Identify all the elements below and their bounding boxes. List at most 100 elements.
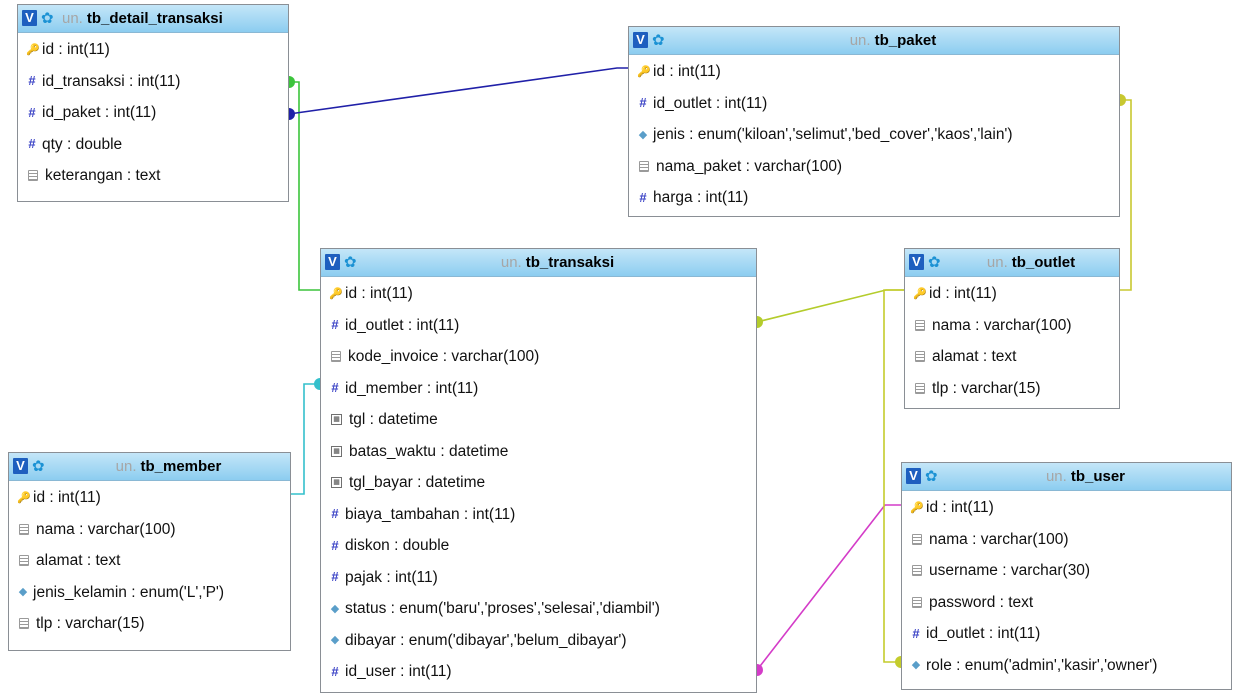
field-row[interactable]: keterangan : text: [18, 160, 288, 192]
field-label: pajak : int(11): [345, 568, 438, 586]
table-header[interactable]: V ✿ un.tb_transaksi: [321, 249, 756, 277]
field-row[interactable]: ◆role : enum('admin','kasir','owner'): [902, 650, 1231, 682]
number-icon: #: [639, 189, 647, 205]
field-row[interactable]: ◆dibayar : enum('dibayar','belum_dibayar…: [321, 625, 756, 657]
relation-transaksi-member: [291, 383, 320, 495]
field-label: id : int(11): [33, 489, 101, 506]
number-icon: #: [639, 95, 647, 111]
field-row[interactable]: tlp : varchar(15): [905, 373, 1119, 405]
field-label: tlp : varchar(15): [36, 615, 145, 632]
field-label: harga : int(11): [653, 189, 749, 206]
field-row[interactable]: 🔑id : int(11): [902, 492, 1231, 524]
field-row[interactable]: #id_member : int(11): [321, 373, 756, 405]
field-label: tgl : datetime: [349, 411, 438, 428]
date-icon: ▦: [331, 414, 342, 426]
table-tb-user[interactable]: V ✿ un.tb_user 🔑id : int(11) nama : varch…: [901, 462, 1232, 690]
field-row[interactable]: ◆ jenis : enum('kiloan','selimut','bed_co…: [629, 119, 1119, 151]
text-icon: [912, 533, 922, 545]
field-row[interactable]: username : varchar(30): [902, 555, 1231, 587]
field-row[interactable]: #biaya_tambahan : int(11): [321, 499, 756, 531]
enum-icon: ◆: [638, 128, 648, 141]
field-label: nama : varchar(100): [929, 530, 1069, 548]
db-prefix: un.: [115, 458, 137, 475]
relation-endpoint-marker: [314, 378, 320, 390]
field-label: tlp : varchar(15): [932, 379, 1041, 397]
field-row[interactable]: ▦tgl_bayar : datetime: [321, 467, 756, 499]
field-row[interactable]: ▦ tgl : datetime: [321, 404, 756, 436]
table-tb-detail-transaksi[interactable]: V ✿ un.tb_detail_transaksi 🔑id : int(11)…: [17, 4, 289, 202]
field-row[interactable]: kode_invoice : varchar(100): [321, 341, 756, 373]
text-icon: [915, 382, 925, 394]
field-row[interactable]: 🔑id : int(11): [321, 278, 756, 310]
table-name: tb_transaksi: [525, 254, 615, 271]
field-row[interactable]: #qty : double: [18, 129, 288, 161]
field-label: alamat : text: [932, 348, 1017, 365]
field-row[interactable]: alamat : text: [905, 341, 1119, 373]
relation-endpoint-marker: [757, 664, 763, 676]
field-row[interactable]: #id_transaksi : int(11): [18, 66, 288, 98]
field-label: qty : double: [42, 135, 123, 153]
field-label: kode_invoice : varchar(100): [348, 348, 540, 365]
field-row[interactable]: #id_outlet : int(11): [629, 88, 1119, 120]
field-row[interactable]: #id_user : int(11): [321, 656, 756, 688]
table-header[interactable]: V ✿ un.tb_paket: [629, 27, 1119, 55]
table-tb-paket[interactable]: V ✿ un.tb_paket 🔑id : int(11)#id_outlet …: [628, 26, 1120, 217]
field-row[interactable]: 🔑id : int(11): [905, 278, 1119, 310]
table-header[interactable]: V ✿ un.tb_detail_transaksi: [18, 5, 288, 33]
field-row[interactable]: 🔑id : int(11): [9, 482, 290, 514]
db-prefix: un.: [500, 254, 522, 271]
toggle-icon[interactable]: V: [13, 458, 28, 474]
table-tb-outlet[interactable]: V ✿ un.tb_outlet 🔑id : int(11)nama : var…: [904, 248, 1120, 409]
gear-icon[interactable]: ✿: [32, 458, 45, 475]
enum-icon: ◆: [330, 602, 340, 615]
table-tb-member[interactable]: V ✿ un.tb_member 🔑id : int(11) nama : var…: [8, 452, 291, 651]
field-row[interactable]: #id_outlet : int(11): [902, 618, 1231, 650]
field-row[interactable]: #id_paket : int(11): [18, 97, 288, 129]
toggle-icon[interactable]: V: [22, 10, 37, 26]
table-tb-transaksi[interactable]: V ✿ un.tb_transaksi 🔑id : int(11)#id_out…: [320, 248, 757, 693]
field-row[interactable]: nama_paket : varchar(100): [629, 151, 1119, 183]
field-row[interactable]: #pajak : int(11): [321, 562, 756, 594]
enum-icon: ◆: [18, 586, 28, 599]
field-row[interactable]: alamat : text: [9, 545, 290, 577]
field-label: jenis : enum('kiloan','selimut','bed_cov…: [653, 126, 1013, 143]
field-row[interactable]: 🔑id : int(11): [18, 34, 288, 66]
field-row[interactable]: #id_outlet : int(11): [321, 310, 756, 342]
gear-icon[interactable]: ✿: [928, 254, 941, 271]
field-row[interactable]: ◆ jenis_kelamin : enum('L','P'): [9, 577, 290, 609]
gear-icon[interactable]: ✿: [925, 468, 938, 485]
toggle-icon[interactable]: V: [633, 32, 648, 48]
table-header[interactable]: V ✿ un.tb_outlet: [905, 249, 1119, 277]
field-label: id : int(11): [929, 285, 997, 302]
toggle-icon[interactable]: V: [906, 468, 921, 484]
table-header[interactable]: V ✿ un.tb_user: [902, 463, 1231, 491]
field-row[interactable]: nama : varchar(100): [9, 514, 290, 546]
gear-icon[interactable]: ✿: [41, 10, 54, 27]
number-icon: #: [331, 663, 339, 679]
text-icon: [912, 596, 922, 608]
gear-icon[interactable]: ✿: [652, 32, 665, 49]
field-label: dibayar : enum('dibayar','belum_dibayar'…: [345, 631, 627, 649]
field-row[interactable]: #diskon : double: [321, 530, 756, 562]
field-row[interactable]: tlp : varchar(15): [9, 608, 290, 640]
toggle-icon[interactable]: V: [909, 254, 924, 270]
field-row[interactable]: password : text: [902, 587, 1231, 619]
number-icon: #: [331, 506, 339, 522]
field-label: batas_waktu : datetime: [349, 442, 509, 460]
field-label: id : int(11): [42, 41, 110, 58]
field-label: jenis_kelamin : enum('L','P'): [33, 583, 225, 601]
field-label: nama : varchar(100): [36, 520, 176, 538]
field-row[interactable]: nama : varchar(100): [905, 310, 1119, 342]
toggle-icon[interactable]: V: [325, 254, 340, 270]
field-label: role : enum('admin','kasir','owner'): [926, 656, 1158, 674]
field-list: 🔑id : int(11)#id_outlet : int(11) kode_in…: [321, 277, 756, 688]
field-row[interactable]: ◆status : enum('baru','proses','selesai'…: [321, 593, 756, 625]
field-row[interactable]: # harga : int(11): [629, 182, 1119, 214]
field-label: id_outlet : int(11): [926, 625, 1041, 642]
field-row[interactable]: nama : varchar(100): [902, 524, 1231, 556]
field-row[interactable]: ▦batas_waktu : datetime: [321, 436, 756, 468]
table-header[interactable]: V ✿ un.tb_member: [9, 453, 290, 481]
gear-icon[interactable]: ✿: [344, 254, 357, 271]
field-row[interactable]: 🔑id : int(11): [629, 56, 1119, 88]
text-icon: [915, 319, 925, 331]
